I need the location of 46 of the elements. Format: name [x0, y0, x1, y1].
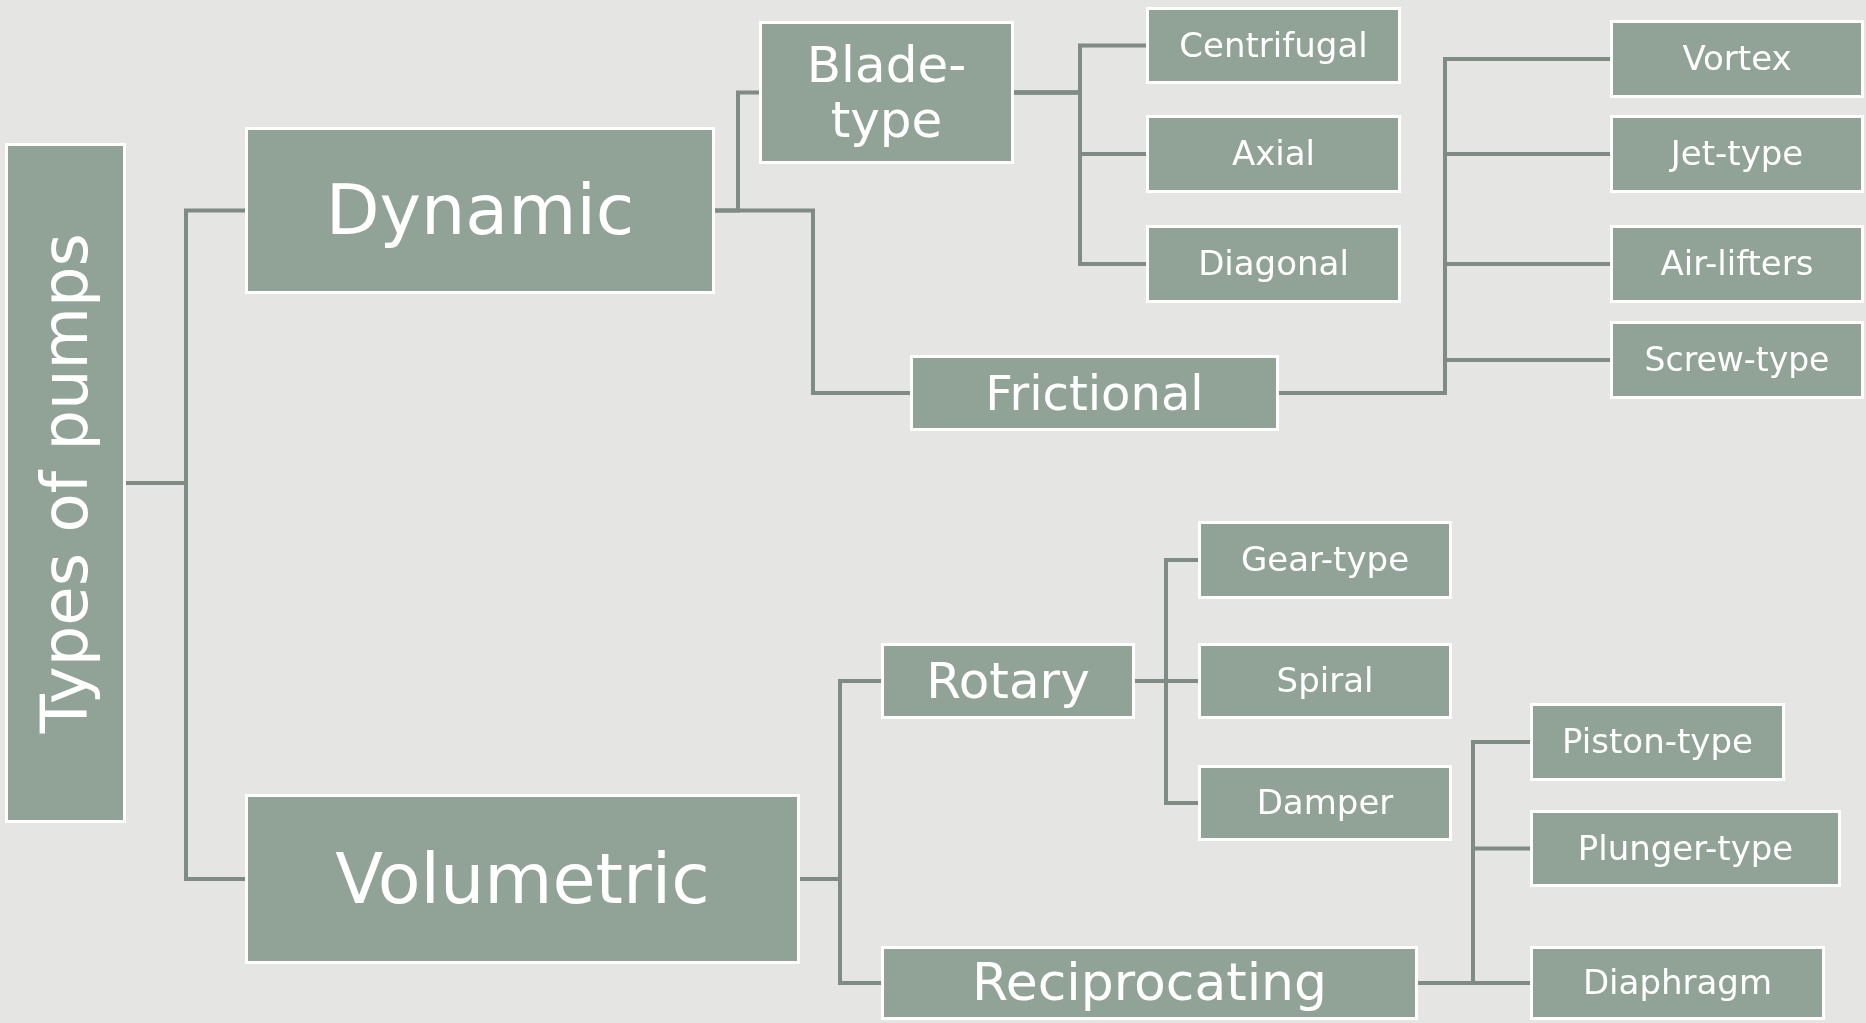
category-label: Diagonal	[1197, 245, 1350, 283]
connector-line	[1135, 679, 1198, 805]
connector-line	[800, 877, 881, 985]
connector-line	[1279, 358, 1610, 395]
category-box	[1530, 810, 1841, 887]
category-box	[1530, 703, 1785, 781]
category-box	[1610, 321, 1864, 399]
category-box	[881, 946, 1418, 1020]
category-box	[1146, 225, 1401, 303]
category-label: Damper	[1255, 784, 1395, 822]
category-label: Reciprocating	[970, 954, 1329, 1012]
category-box	[1146, 115, 1401, 193]
category-box	[910, 355, 1279, 431]
category-box	[1610, 225, 1864, 303]
category-label: Centrifugal	[1178, 26, 1369, 65]
category-label: Spiral	[1275, 662, 1375, 700]
category-label: Diaphragm	[1581, 964, 1774, 1002]
category-box	[1198, 521, 1452, 599]
connector-line	[1014, 90, 1146, 266]
category-label: Types of pumps	[30, 232, 101, 734]
category-label: Jet-type	[1668, 135, 1805, 173]
category-label: Piston-type	[1561, 723, 1754, 761]
category-label: Gear-type	[1239, 541, 1411, 579]
category-box	[245, 794, 800, 964]
category-label: Frictional	[984, 366, 1205, 420]
category-label: Axial	[1230, 135, 1317, 173]
category-label: Blade-type	[805, 37, 968, 148]
category-box	[1198, 765, 1452, 841]
category-label: Volumetric	[334, 840, 711, 918]
category-box	[1610, 20, 1864, 98]
category-box	[1530, 946, 1825, 1020]
category-box	[1610, 115, 1864, 193]
category-box	[759, 21, 1014, 164]
category-label: Air-lifters	[1659, 245, 1815, 283]
category-box	[881, 643, 1135, 719]
category-label: Vortex	[1681, 40, 1793, 78]
category-box	[1198, 643, 1452, 719]
category-box	[1146, 7, 1401, 84]
connector-line	[715, 208, 910, 395]
category-box	[245, 127, 715, 294]
connector-line	[126, 481, 245, 881]
category-label: Dynamic	[324, 172, 636, 249]
category-label: Plunger-type	[1576, 829, 1795, 868]
category-label: Rotary	[925, 653, 1091, 709]
category-box	[5, 143, 126, 823]
category-label: Screw-type	[1643, 341, 1831, 379]
